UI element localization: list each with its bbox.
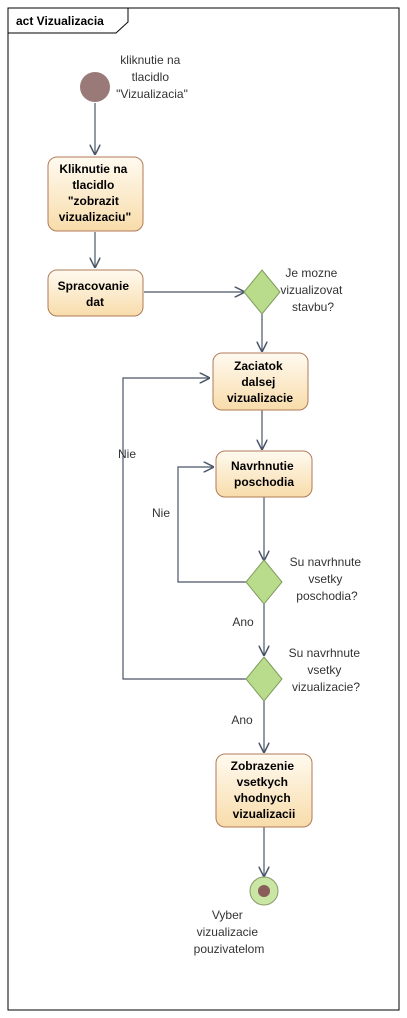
guard-nie-outer: Nie — [118, 447, 136, 461]
edge-vizualizacie-nie-loop — [122, 378, 246, 680]
action-navrhnutie — [215, 450, 313, 498]
action-zobrazenie — [215, 753, 313, 828]
final-node-label: Vyber vizualizacie pouzivatelom — [194, 908, 265, 956]
frame-title: act Vizualizacia — [16, 14, 104, 28]
decision-vsetky-vizualizacie — [245, 656, 283, 702]
frame-title-tab — [7, 7, 129, 34]
action-spracovanie — [47, 269, 144, 317]
action-zobrazenie-label: Zobrazenie vsetkych vhodnych vizualizaci… — [231, 759, 298, 821]
decision-vizualizacie-label: Su navrhnute vsetky vizualizacie? — [289, 646, 364, 694]
flow-edges — [95, 103, 264, 876]
action-kliknutie — [47, 156, 144, 232]
guard-ano-poschodia: Ano — [232, 615, 254, 629]
decision-mozne-label: Je mozne vizualizovat stavbu? — [280, 266, 345, 314]
edge-poschodia-nie-loop — [177, 467, 246, 583]
action-navrhnutie-label: Navrhnutie poschodia — [231, 459, 297, 489]
action-spracovanie-label: Spracovanie dat — [58, 279, 133, 309]
guard-ano-vizualizacie: Ano — [231, 713, 253, 727]
action-zaciatok-label: Zaciatok dalsej vizualizacie — [227, 359, 293, 405]
action-zaciatok — [212, 352, 309, 411]
decision-vsetky-poschodia — [245, 559, 283, 605]
final-node-inner — [258, 885, 270, 897]
action-kliknutie-label: Kliknutie na tlacidlo "zobrazit vizualiz… — [59, 162, 131, 224]
decision-mozne-vizualizovat — [243, 269, 281, 315]
decision-poschodia-label: Su navrhnute vsetky poschodia? — [290, 555, 365, 603]
initial-node-label: kliknutie na tlacidlo "Vizualizacia" — [116, 53, 188, 101]
initial-node — [80, 72, 110, 102]
guard-nie-inner: Nie — [152, 506, 170, 520]
